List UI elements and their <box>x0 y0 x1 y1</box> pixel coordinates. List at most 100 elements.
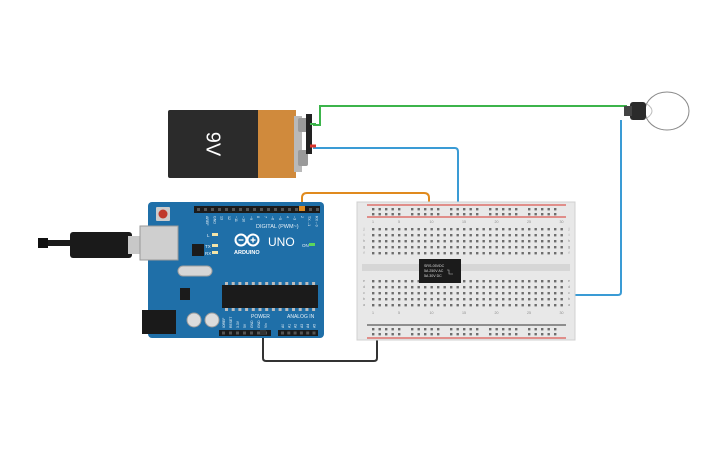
breadboard-hole[interactable] <box>372 246 375 249</box>
breadboard-hole[interactable] <box>378 246 381 249</box>
breadboard-hole[interactable] <box>417 333 420 336</box>
breadboard-hole[interactable] <box>411 228 414 231</box>
breadboard-hole[interactable] <box>430 333 433 336</box>
breadboard-hole[interactable] <box>398 292 401 295</box>
breadboard-hole[interactable] <box>508 333 511 336</box>
breadboard-hole[interactable] <box>495 246 498 249</box>
breadboard-hole[interactable] <box>456 252 459 255</box>
breadboard-hole[interactable] <box>502 240 505 243</box>
light-bulb[interactable] <box>624 91 690 131</box>
analog-pin-hole[interactable] <box>287 331 291 335</box>
breadboard-hole[interactable] <box>372 292 375 295</box>
battery-terminal-positive[interactable] <box>298 118 308 132</box>
wire-black-gnd[interactable] <box>262 328 378 362</box>
breadboard-hole[interactable] <box>495 286 498 289</box>
breadboard-hole[interactable] <box>482 228 485 231</box>
breadboard-hole[interactable] <box>450 213 453 216</box>
breadboard-hole[interactable] <box>411 252 414 255</box>
breadboard-hole[interactable] <box>391 298 394 301</box>
breadboard-hole[interactable] <box>554 234 557 237</box>
breadboard-hole[interactable] <box>547 246 550 249</box>
breadboard-hole[interactable] <box>417 246 420 249</box>
breadboard-hole[interactable] <box>411 240 414 243</box>
breadboard-hole[interactable] <box>437 286 440 289</box>
breadboard-hole[interactable] <box>450 228 453 231</box>
breadboard-hole[interactable] <box>391 228 394 231</box>
breadboard-hole[interactable] <box>560 280 563 283</box>
analog-pin-hole[interactable] <box>306 331 310 335</box>
breadboard-hole[interactable] <box>521 252 524 255</box>
breadboard-hole[interactable] <box>443 228 446 231</box>
breadboard-hole[interactable] <box>547 286 550 289</box>
breadboard-hole[interactable] <box>437 228 440 231</box>
breadboard-hole[interactable] <box>547 208 550 211</box>
breadboard-hole[interactable] <box>495 208 498 211</box>
breadboard-hole[interactable] <box>443 234 446 237</box>
breadboard-hole[interactable] <box>541 298 544 301</box>
digital-pin-hole[interactable] <box>218 208 221 211</box>
battery-9v[interactable]: 9V <box>168 110 316 178</box>
breadboard-hole[interactable] <box>469 246 472 249</box>
breadboard-hole[interactable] <box>443 286 446 289</box>
breadboard-hole[interactable] <box>534 234 537 237</box>
breadboard-hole[interactable] <box>463 298 466 301</box>
breadboard-hole[interactable] <box>372 208 375 211</box>
breadboard-hole[interactable] <box>521 228 524 231</box>
breadboard-hole[interactable] <box>469 280 472 283</box>
breadboard-hole[interactable] <box>554 208 557 211</box>
breadboard-hole[interactable] <box>515 328 518 331</box>
breadboard-hole[interactable] <box>534 328 537 331</box>
breadboard-hole[interactable] <box>450 252 453 255</box>
breadboard-hole[interactable] <box>372 280 375 283</box>
breadboard-hole[interactable] <box>521 286 524 289</box>
breadboard-hole[interactable] <box>554 280 557 283</box>
breadboard-hole[interactable] <box>534 286 537 289</box>
breadboard-hole[interactable] <box>495 304 498 307</box>
breadboard-hole[interactable] <box>417 228 420 231</box>
breadboard-hole[interactable] <box>502 304 505 307</box>
analog-pin-hole[interactable] <box>299 331 303 335</box>
breadboard-hole[interactable] <box>437 213 440 216</box>
breadboard-hole[interactable] <box>430 292 433 295</box>
breadboard-hole[interactable] <box>541 228 544 231</box>
breadboard-hole[interactable] <box>385 252 388 255</box>
breadboard-hole[interactable] <box>456 213 459 216</box>
breadboard-hole[interactable] <box>476 292 479 295</box>
breadboard-hole[interactable] <box>502 292 505 295</box>
breadboard-hole[interactable] <box>372 286 375 289</box>
breadboard-hole[interactable] <box>547 234 550 237</box>
breadboard-hole[interactable] <box>534 333 537 336</box>
breadboard-hole[interactable] <box>495 292 498 295</box>
breadboard-hole[interactable] <box>411 292 414 295</box>
breadboard-hole[interactable] <box>385 234 388 237</box>
breadboard-hole[interactable] <box>508 234 511 237</box>
breadboard-hole[interactable] <box>378 298 381 301</box>
breadboard-hole[interactable] <box>547 333 550 336</box>
breadboard-hole[interactable] <box>424 304 427 307</box>
breadboard-hole[interactable] <box>463 292 466 295</box>
breadboard-hole[interactable] <box>476 240 479 243</box>
breadboard-hole[interactable] <box>502 234 505 237</box>
breadboard-hole[interactable] <box>554 286 557 289</box>
breadboard-hole[interactable] <box>541 208 544 211</box>
power-pin-hole[interactable] <box>250 331 253 335</box>
breadboard-hole[interactable] <box>508 252 511 255</box>
breadboard-hole[interactable] <box>372 228 375 231</box>
wire-green[interactable] <box>313 105 627 126</box>
breadboard-hole[interactable] <box>450 240 453 243</box>
breadboard-hole[interactable] <box>508 246 511 249</box>
breadboard-hole[interactable] <box>391 234 394 237</box>
breadboard-hole[interactable] <box>385 240 388 243</box>
breadboard-hole[interactable] <box>547 328 550 331</box>
breadboard-hole[interactable] <box>547 213 550 216</box>
breadboard-hole[interactable] <box>469 286 472 289</box>
breadboard-hole[interactable] <box>554 298 557 301</box>
breadboard-hole[interactable] <box>560 234 563 237</box>
breadboard-hole[interactable] <box>430 328 433 331</box>
analog-pin-hole[interactable] <box>281 331 284 335</box>
breadboard-hole[interactable] <box>437 240 440 243</box>
breadboard-hole[interactable] <box>430 213 433 216</box>
digital-pin-hole[interactable] <box>260 208 263 211</box>
breadboard-hole[interactable] <box>547 304 550 307</box>
